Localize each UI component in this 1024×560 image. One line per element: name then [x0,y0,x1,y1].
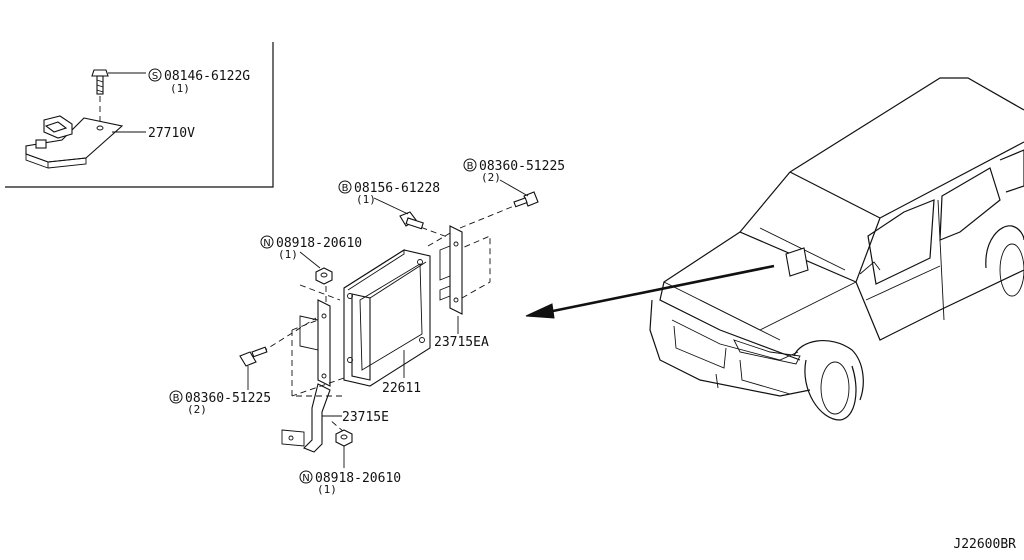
nut-top-prefix-circle [260,235,274,249]
vehicle-illustration [649,77,1024,421]
left-bracket-icon [281,299,331,453]
bolt-top-prefix-circle [338,180,352,194]
nut-top-part-number: 08918-20610 [276,236,362,251]
nut-bottom-icon [335,429,353,447]
bolt-left-part-number: 08360-51225 [185,391,271,406]
bolt-right-prefix-circle [463,158,477,172]
nut-bottom-part-number: 08918-20610 [315,471,401,486]
inset-bolt-icon [91,69,109,95]
nut-top-icon [315,267,333,285]
bolt-right-icon [513,191,539,208]
inset-bracket-icon [25,115,124,169]
inset-panel: S 08146-6122G (1) 27710V [5,42,274,188]
bolt-left-qty: (2) [187,403,207,416]
nut-top-qty: (1) [278,248,298,261]
inset-bolt-prefix: S [152,71,158,82]
ecu-part-number: 22611 [382,381,421,396]
bolt-left-prefix: B [173,393,180,404]
bolt-top-part-number: 08156-61228 [354,181,440,196]
nut-top-prefix: N [263,238,270,249]
bolt-top-prefix: B [342,183,349,194]
nut-bottom-prefix-circle [299,470,313,484]
bolt-left-icon [239,346,268,367]
ecu-location-marker [785,247,809,277]
right-bracket-part-number: 23715EA [434,335,489,350]
bolt-right-qty: (2) [481,171,501,184]
ecu-unit-icon [343,249,431,387]
inset-bracket-part-number: 27710V [148,126,195,141]
nut-bottom-prefix: N [302,473,309,484]
location-arrow-icon [525,264,775,319]
left-bracket-part-number: 23715E [342,410,389,425]
diagram-code: J22600BR [953,537,1016,552]
bolt-left-prefix-circle [169,390,183,404]
nut-bottom-qty: (1) [317,483,337,496]
assembly-lines [261,205,515,433]
bolt-right-prefix: B [467,161,474,172]
bolt-top-icon [399,211,424,230]
right-bracket-icon [439,225,463,315]
bolt-top-qty: (1) [356,193,376,206]
inset-bolt-prefix-circle [148,68,162,82]
inset-bolt-part-number: 08146-6122G [164,69,250,84]
inset-bolt-qty: (1) [170,82,190,95]
bolt-right-part-number: 08360-51225 [479,159,565,174]
